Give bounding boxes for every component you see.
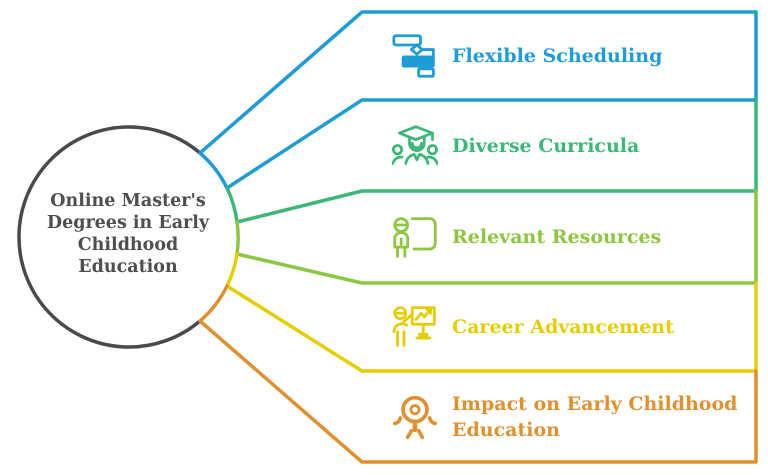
branch-row-diverse-curricula: Diverse Curricula (392, 100, 639, 191)
branch-row-impact-education: Impact on Early Childhood Education (392, 371, 752, 462)
presenter-growth-chart-icon (392, 306, 436, 347)
center-title-line: Degrees in Early (46, 213, 210, 233)
center-circle-outline (17, 125, 202, 349)
center-title-line: Education (78, 257, 178, 277)
branch-4-banner-outline (225, 252, 758, 373)
child-figure-icon (392, 395, 438, 439)
branch-row-flexible-scheduling: Flexible Scheduling (392, 12, 662, 100)
branch-label: Career Advancement (452, 316, 674, 338)
branch-1-banner-outline (198, 10, 758, 190)
center-title: Online Master's Degrees in Early Childho… (28, 190, 228, 278)
center-title-line: Online Master's (50, 191, 206, 211)
branch-5-banner-outline (198, 284, 758, 464)
branch-label: Impact on Early Childhood Education (452, 392, 738, 441)
branch-row-relevant-resources: Relevant Resources (392, 191, 661, 283)
branch-3-banner-outline (235, 189, 758, 285)
branch-label: Diverse Curricula (452, 134, 640, 157)
person-presentation-board-icon (393, 217, 437, 258)
branch-label: Relevant Resources (452, 226, 662, 248)
branch-label: Flexible Scheduling (452, 45, 663, 67)
graduates-group-icon (392, 124, 438, 165)
center-title-line: Childhood (77, 235, 179, 255)
branch-row-career-advancement: Career Advancement (392, 283, 674, 371)
flowchart-schedule-icon (392, 34, 435, 78)
branch-2-banner-outline (225, 98, 758, 224)
